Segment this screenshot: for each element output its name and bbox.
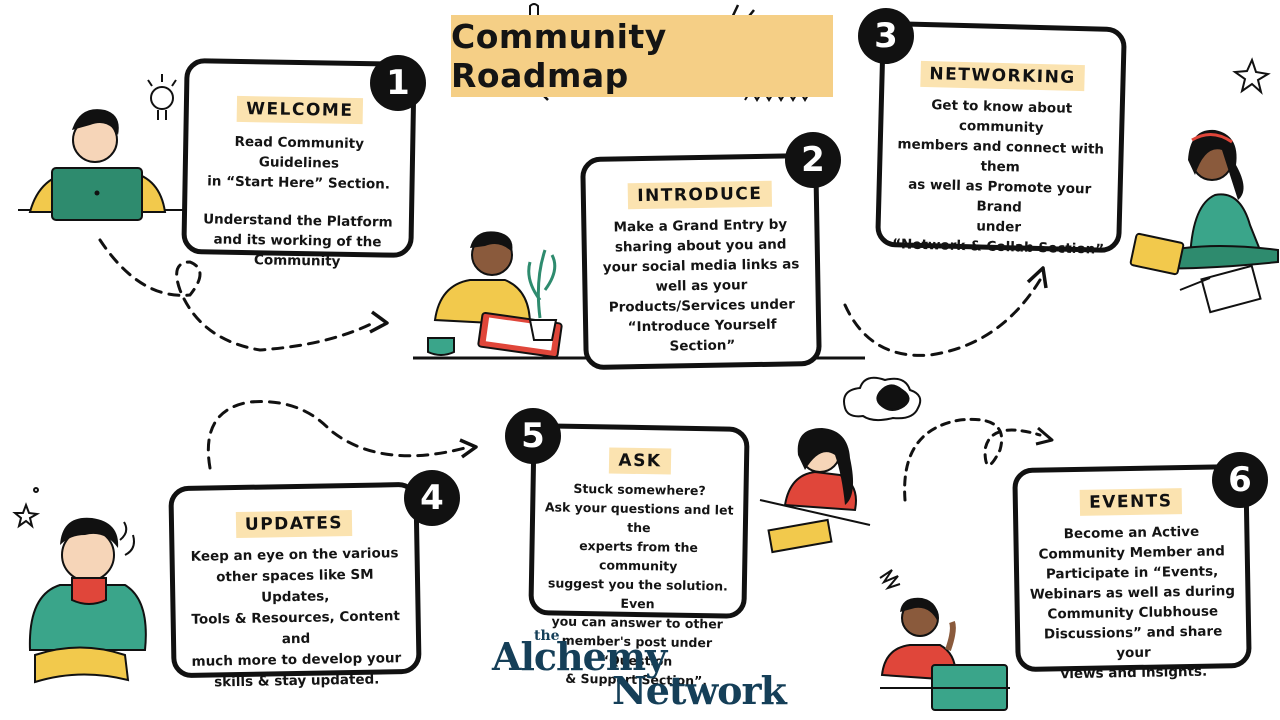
step-tag: WELCOME bbox=[237, 95, 363, 125]
step-line: and its working of the bbox=[213, 231, 382, 251]
step-tag: UPDATES bbox=[235, 509, 353, 539]
arrowhead-1 bbox=[369, 310, 389, 334]
step-number-badge: 1 bbox=[370, 55, 426, 111]
step-line: members and connect with them bbox=[897, 136, 1105, 176]
step-body: Read Community Guidelines in “Start Here… bbox=[186, 131, 410, 273]
arrowhead-6 bbox=[1035, 426, 1054, 446]
step-body: Get to know about community members and … bbox=[880, 94, 1120, 260]
person-events-illustration bbox=[879, 569, 1010, 711]
dashed-arrow-2-to-3 bbox=[843, 278, 1042, 357]
step-line: experts from the community bbox=[579, 537, 699, 574]
brand-small-text: the bbox=[534, 628, 560, 644]
step-number-badge: 4 bbox=[404, 470, 460, 526]
step-line: skills & stay updated. bbox=[214, 671, 380, 691]
step-tag: EVENTS bbox=[1079, 488, 1182, 516]
step-line: Community bbox=[253, 252, 341, 270]
step-line: in “Start Here” Section. bbox=[207, 173, 391, 193]
step-body: Keep an eye on the various other spaces … bbox=[174, 543, 417, 694]
step-number-badge: 2 bbox=[785, 132, 841, 188]
step-line: Tools & Resources, Content and bbox=[191, 608, 400, 648]
dashed-arrow-1-to-2 bbox=[98, 238, 377, 352]
step-line: Keep an eye on the various bbox=[190, 545, 399, 565]
step-card-networking: NETWORKING Get to know about community m… bbox=[875, 20, 1127, 258]
step-card-introduce: INTRODUCE Make a Grand Entry by sharing … bbox=[580, 152, 822, 371]
step-line: as well as Promote your Brand bbox=[907, 176, 1092, 216]
arrowhead-3 bbox=[1026, 266, 1048, 289]
step-line: Discussions” and share your bbox=[1043, 623, 1223, 662]
step-line: Section” bbox=[669, 337, 736, 355]
step-body: Become an Active Community Member and Pa… bbox=[1018, 521, 1247, 685]
person-writing-illustration bbox=[427, 231, 563, 359]
dashed-arrow-5-to-6 bbox=[903, 417, 1042, 502]
sparkle-icon bbox=[12, 487, 41, 529]
step-line: views and insights. bbox=[1060, 663, 1208, 683]
step-card-updates: UPDATES Keep an eye on the various other… bbox=[168, 481, 422, 690]
brand-line-1: Alchemy bbox=[492, 634, 667, 679]
person-laptop-illustration bbox=[18, 109, 190, 221]
step-body: Make a Grand Entry by sharing about you … bbox=[586, 214, 816, 358]
step-line: Get to know about community bbox=[931, 97, 1073, 137]
person-coffee-illustration bbox=[28, 517, 147, 684]
dashed-arrow-4-to-5 bbox=[206, 400, 467, 470]
step-number-badge: 3 bbox=[858, 8, 914, 64]
step-tag: NETWORKING bbox=[920, 60, 1086, 92]
page-title: Community Roadmap bbox=[451, 17, 667, 95]
step-line: Read Community Guidelines bbox=[234, 133, 365, 172]
person-networking-illustration bbox=[1129, 129, 1279, 314]
title-banner: Community Roadmap bbox=[451, 15, 833, 97]
step-tag: ASK bbox=[609, 447, 671, 475]
step-card-ask: ASK Stuck somewhere? Ask your questions … bbox=[528, 423, 750, 688]
step-number-badge: 6 bbox=[1212, 452, 1268, 508]
brand-logo: the Alchemy Network bbox=[492, 628, 792, 713]
step-line: Products/Services under bbox=[608, 296, 795, 316]
lightbulb-icon bbox=[147, 74, 177, 120]
person-thinking-illustration bbox=[759, 428, 871, 554]
star-icon bbox=[1232, 57, 1271, 95]
paperclip-icon bbox=[529, 3, 539, 24]
step-line: Ask your questions and let the bbox=[544, 499, 734, 536]
brand-line-2: Network bbox=[612, 668, 787, 713]
step-line: suggest you the solution. Even bbox=[547, 575, 728, 612]
arrowhead-5 bbox=[459, 438, 478, 459]
step-tag: INTRODUCE bbox=[628, 180, 772, 210]
step-line: other spaces like SM Updates, bbox=[216, 566, 374, 606]
scribble-icon bbox=[843, 376, 922, 422]
step-line: your social media links as bbox=[602, 256, 800, 276]
step-number-badge: 5 bbox=[505, 408, 561, 464]
